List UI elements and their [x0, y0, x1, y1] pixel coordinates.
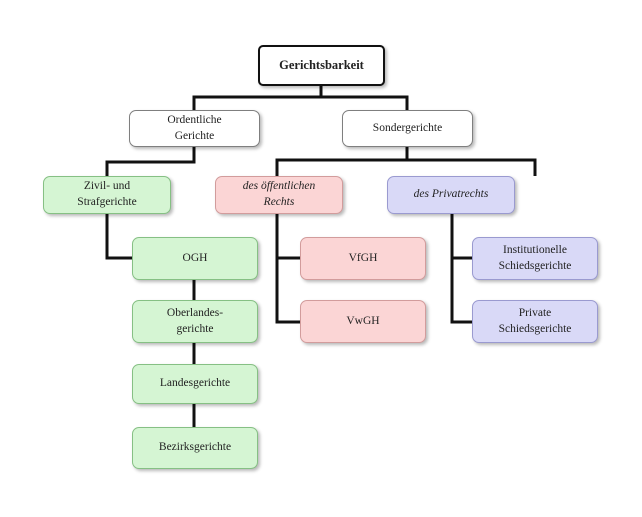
node-private-schiedsgerichte-label: Private Schiedsgerichte [498, 306, 572, 335]
node-landesgerichte: Landesgerichte [132, 364, 258, 404]
node-zivil-strafgerichte: Zivil- und Strafgerichte [43, 176, 171, 214]
connector-sonder-branch [275, 158, 537, 176]
node-oberlandesgerichte-label: Oberlandes- gerichte [166, 306, 224, 335]
node-vfgh: VfGH [300, 237, 426, 280]
node-vfgh-label: VfGH [348, 251, 378, 264]
node-vwgh-label: VwGH [346, 314, 380, 327]
node-landesgerichte-label: Landesgerichte [159, 377, 231, 390]
node-bezirksgerichte-label: Bezirksgerichte [158, 441, 232, 454]
node-vwgh: VwGH [300, 300, 426, 343]
connector-oeffentlich-children [275, 214, 300, 324]
node-institutionelle-schiedsgerichte: Institutionelle Schiedsgerichte [472, 237, 598, 280]
connector-zivil-ogh [105, 214, 132, 260]
node-bezirksgerichte: Bezirksgerichte [132, 427, 258, 469]
connector-privat-children [450, 214, 472, 324]
node-gerichtsbarkeit-label: Gerichtsbarkeit [279, 58, 364, 73]
node-oeffentliches-recht: des öffentlichen Rechts [215, 176, 343, 214]
node-privatrecht-label: des Privatrechts [413, 188, 489, 201]
node-zivil-strafgerichte-label: Zivil- und Strafgerichte [77, 180, 137, 208]
node-privatrecht: des Privatrechts [387, 176, 515, 214]
node-oeffentliches-recht-label: des öffentlichen Rechts [242, 180, 316, 208]
node-sondergerichte: Sondergerichte [342, 110, 473, 147]
node-ogh: OGH [132, 237, 258, 280]
node-sondergerichte-label: Sondergerichte [372, 121, 443, 134]
node-institutionelle-schiedsgerichte-label: Institutionelle Schiedsgerichte [498, 243, 572, 272]
connector-ordentliche-zivil [105, 147, 196, 176]
node-ogh-label: OGH [182, 251, 208, 264]
node-ordentliche-gerichte: Ordentliche Gerichte [129, 110, 260, 147]
node-ordentliche-gerichte-label: Ordentliche Gerichte [167, 113, 222, 142]
node-gerichtsbarkeit: Gerichtsbarkeit [258, 45, 385, 86]
connector-root-branch [192, 95, 409, 110]
node-private-schiedsgerichte: Private Schiedsgerichte [472, 300, 598, 343]
node-oberlandesgerichte: Oberlandes- gerichte [132, 300, 258, 343]
